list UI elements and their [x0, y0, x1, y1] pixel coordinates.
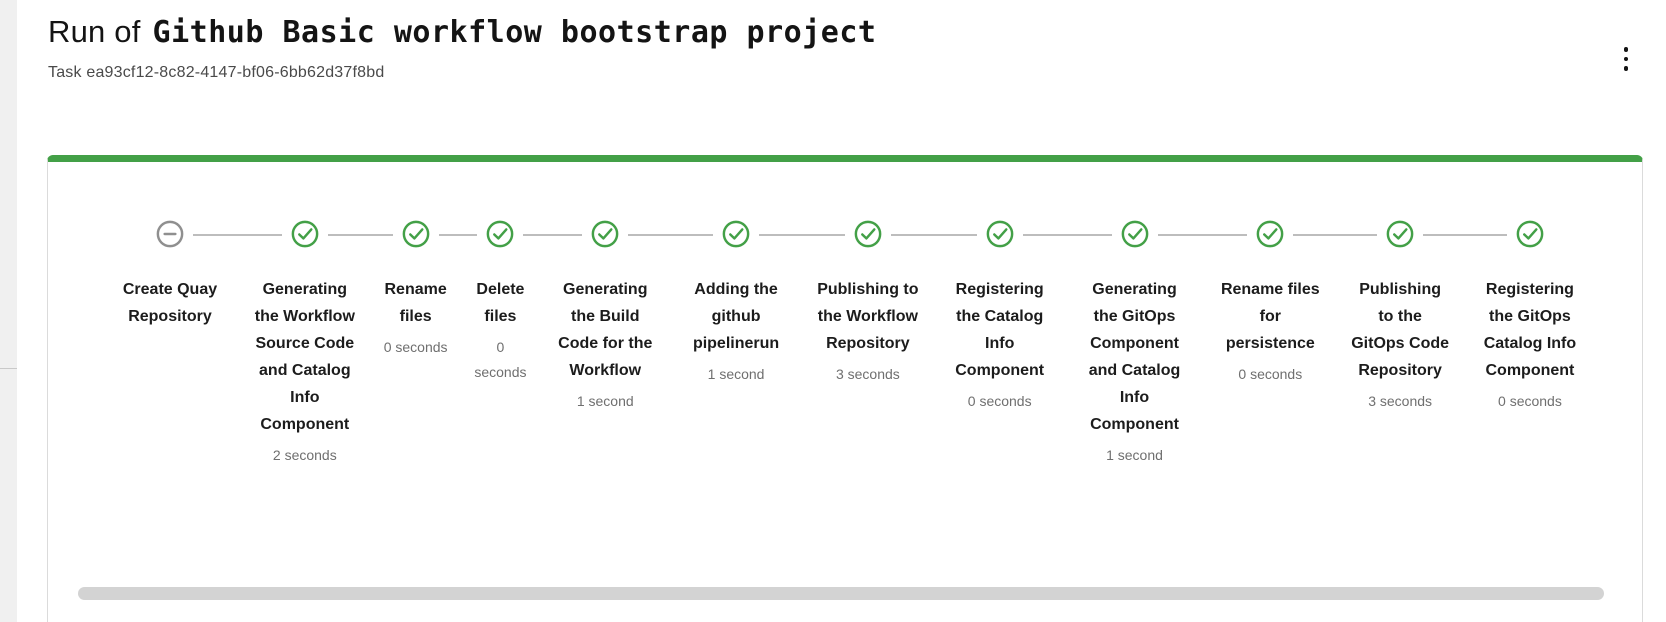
- workflow-step: Registering the Catalog Info Component 0…: [945, 220, 1055, 468]
- left-gutter: [0, 0, 17, 622]
- step-duration: 2 seconds: [272, 447, 337, 463]
- step-connector-line: [628, 234, 714, 236]
- step-duration: 0 seconds: [967, 393, 1032, 409]
- step-label: Generating the GitOps Component and Cata…: [1088, 281, 1181, 433]
- workflow-step: Create Quay Repository: [114, 220, 226, 468]
- check-circle-icon: [486, 220, 514, 248]
- workflow-step: Generating the GitOps Component and Cata…: [1079, 220, 1191, 468]
- step-duration: 0 seconds: [1238, 366, 1303, 382]
- kebab-menu-button[interactable]: [1612, 42, 1640, 76]
- step-connector-line: [890, 234, 977, 236]
- step-label: Adding the github pipelinerun: [692, 281, 780, 352]
- kebab-dot: [1623, 66, 1629, 71]
- template-name: Github Basic workflow bootstrap project: [152, 15, 877, 50]
- step-label: Generating the Build Code for the Workfl…: [558, 281, 653, 379]
- check-circle-icon: [854, 220, 882, 248]
- step-label: Registering the GitOps Catalog Info Comp…: [1483, 281, 1577, 379]
- step-connector-line: [1293, 234, 1378, 236]
- check-circle-icon: [1386, 220, 1414, 248]
- step-label: Publishing to the GitOps Code Repository: [1351, 281, 1450, 379]
- step-connector-line: [1022, 234, 1112, 236]
- check-circle-icon: [1121, 220, 1149, 248]
- kebab-dot: [1623, 47, 1629, 52]
- workflow-step: Publishing to the GitOps Code Repository…: [1350, 220, 1450, 468]
- step-label: Delete files: [476, 281, 525, 325]
- workflow-step: Generating the Build Code for the Workfl…: [553, 220, 657, 468]
- kebab-dot: [1623, 56, 1629, 62]
- step-label: Generating the Workflow Source Code and …: [254, 281, 355, 433]
- step-duration: 3 seconds: [1368, 393, 1433, 409]
- left-gutter-divider: [0, 368, 17, 369]
- step-duration: 1 second: [1106, 447, 1163, 463]
- step-connector-line: [438, 234, 478, 236]
- step-label: Rename files: [384, 281, 447, 325]
- workflow-step: Generating the Workflow Source Code and …: [250, 220, 360, 468]
- check-circle-icon: [402, 220, 430, 248]
- step-connector-line: [1423, 234, 1507, 236]
- workflow-step: Publishing to the Workflow Repository 3 …: [815, 220, 921, 468]
- workflow-step: Delete files 0 seconds: [471, 220, 529, 468]
- step-connector-line: [193, 234, 282, 236]
- check-circle-icon: [722, 220, 750, 248]
- check-circle-icon: [591, 220, 619, 248]
- step-duration: 1 second: [576, 393, 634, 409]
- step-duration: 0 seconds: [474, 339, 527, 380]
- page-title: Run of Github Basic workflow bootstrap p…: [48, 14, 876, 50]
- step-connector-line: [1157, 234, 1248, 236]
- workflow-step: Rename files for persistence 0 seconds: [1214, 220, 1326, 468]
- page-title-prefix: Run of: [48, 14, 141, 49]
- check-circle-icon: [1256, 220, 1284, 248]
- step-duration: 0 seconds: [1498, 393, 1562, 409]
- step-label: Registering the Catalog Info Component: [955, 281, 1045, 379]
- workflow-run-card: Create Quay Repository Generating the Wo…: [47, 155, 1643, 622]
- step-duration: 1 second: [707, 366, 765, 382]
- workflow-stepper: Create Quay Repository Generating the Wo…: [48, 162, 1642, 468]
- minus-circle-icon: [156, 220, 184, 248]
- step-label: Create Quay Repository: [122, 281, 218, 325]
- step-connector-line: [523, 234, 583, 236]
- check-circle-icon: [291, 220, 319, 248]
- workflow-step: Adding the github pipelinerun 1 second: [681, 220, 791, 468]
- step-connector-line: [327, 234, 393, 236]
- check-circle-icon: [986, 220, 1014, 248]
- step-connector-line: [759, 234, 845, 236]
- step-duration: 3 seconds: [835, 366, 900, 382]
- check-circle-icon: [1516, 220, 1544, 248]
- step-duration: 0 seconds: [383, 339, 448, 355]
- workflow-step: Rename files 0 seconds: [384, 220, 448, 468]
- task-id-subtitle: Task ea93cf12-8c82-4147-bf06-6bb62d37f8b…: [48, 64, 385, 81]
- step-label: Publishing to the Workflow Repository: [817, 281, 919, 352]
- step-label: Rename files for persistence: [1220, 281, 1320, 352]
- workflow-step: Registering the GitOps Catalog Info Comp…: [1474, 220, 1586, 468]
- horizontal-scrollbar-thumb[interactable]: [78, 587, 1604, 600]
- page-header: Run of Github Basic workflow bootstrap p…: [48, 14, 876, 82]
